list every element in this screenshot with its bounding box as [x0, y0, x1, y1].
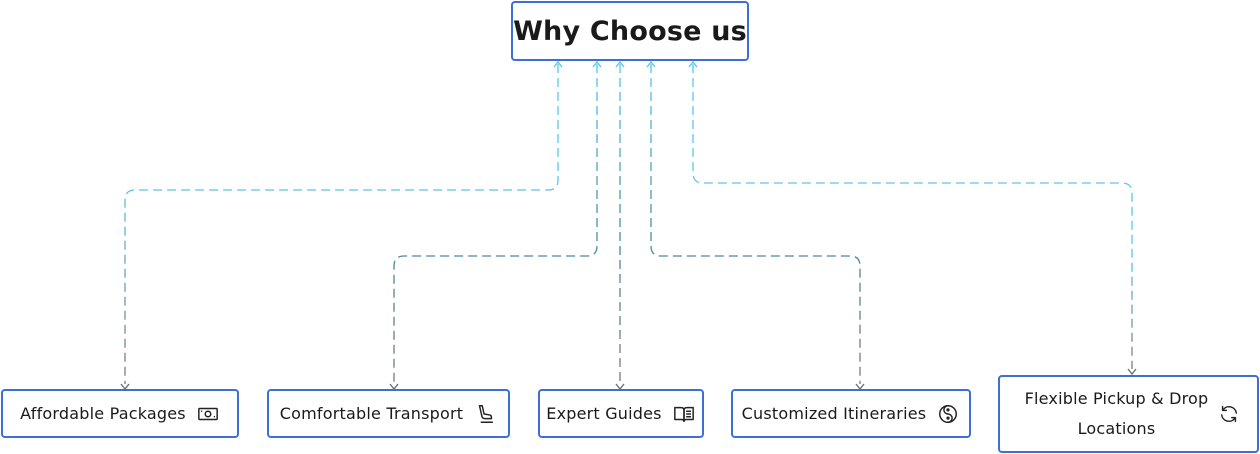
root-title: Why Choose us — [513, 15, 747, 47]
item-label: Customized Itineraries — [741, 404, 927, 423]
connector-flexible-pickup — [692, 64, 1133, 369]
item-label: Flexible Pickup & Drop Locations — [1024, 389, 1209, 438]
connector-customized-itineraries — [650, 64, 861, 384]
refresh-icon — [1217, 402, 1241, 426]
item-flexible-pickup-drop: Flexible Pickup & Drop Locations — [998, 375, 1259, 453]
item-expert-guides: Expert Guides — [538, 389, 704, 438]
arrowheads-down — [120, 368, 1137, 391]
yin-yang-icon — [936, 402, 960, 426]
item-label: Affordable Packages — [20, 404, 186, 423]
money-icon — [196, 402, 220, 426]
item-comfortable-transport: Comfortable Transport — [267, 389, 510, 438]
root-node: Why Choose us — [511, 1, 749, 61]
arrowheads-up — [553, 60, 698, 68]
item-label: Comfortable Transport — [279, 404, 464, 423]
book-icon — [672, 402, 696, 426]
item-customized-itineraries: Customized Itineraries — [731, 389, 971, 438]
item-affordable-packages: Affordable Packages — [1, 389, 239, 438]
seat-icon — [473, 402, 497, 426]
item-label: Expert Guides — [546, 404, 662, 423]
connector-affordable-packages — [124, 64, 559, 384]
connector-comfortable-transport — [393, 64, 598, 384]
